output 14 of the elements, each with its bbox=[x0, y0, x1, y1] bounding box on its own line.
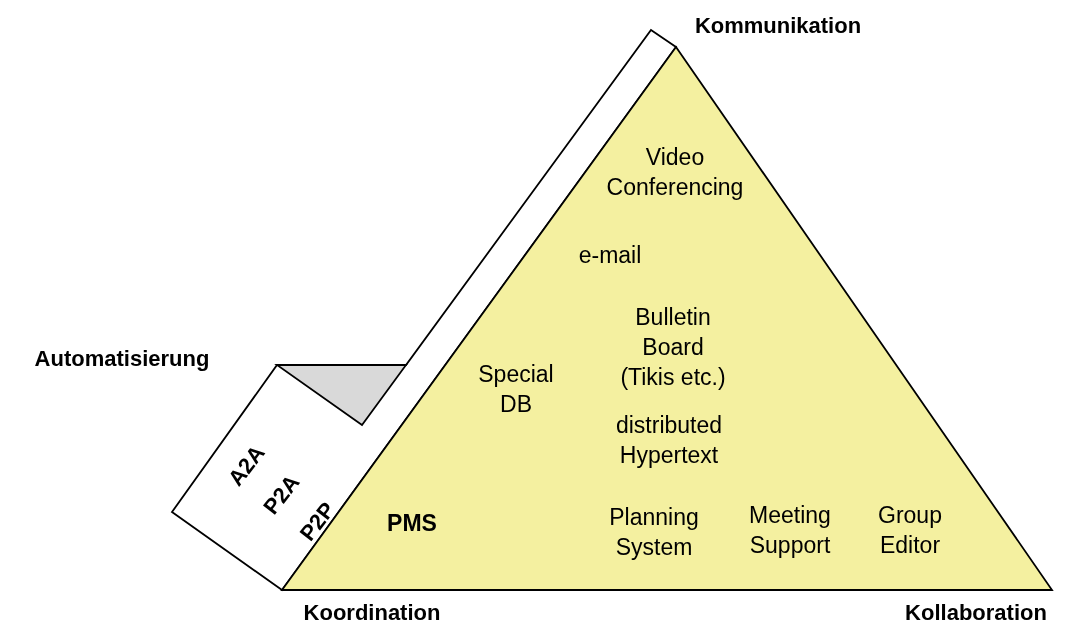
protocol-label: P2A bbox=[258, 469, 305, 520]
tool-label: Meeting Support bbox=[748, 501, 832, 560]
tool-label: Planning System bbox=[608, 503, 700, 562]
corner-label: Kommunikation bbox=[694, 13, 862, 39]
tool-label: e-mail bbox=[577, 241, 643, 271]
corner-label: Koordination bbox=[303, 600, 441, 626]
corner-label: Kollaboration bbox=[905, 600, 1047, 626]
tool-label: PMS bbox=[386, 509, 438, 539]
tool-label: Video Conferencing bbox=[605, 143, 745, 202]
tool-label: Group Editor bbox=[877, 501, 943, 560]
tool-label: Special DB bbox=[477, 360, 555, 419]
tool-label: Bulletin Board (Tikis etc.) bbox=[619, 303, 727, 392]
tool-label: distributed Hypertext bbox=[614, 411, 724, 470]
corner-label: Automatisierung bbox=[34, 346, 210, 372]
